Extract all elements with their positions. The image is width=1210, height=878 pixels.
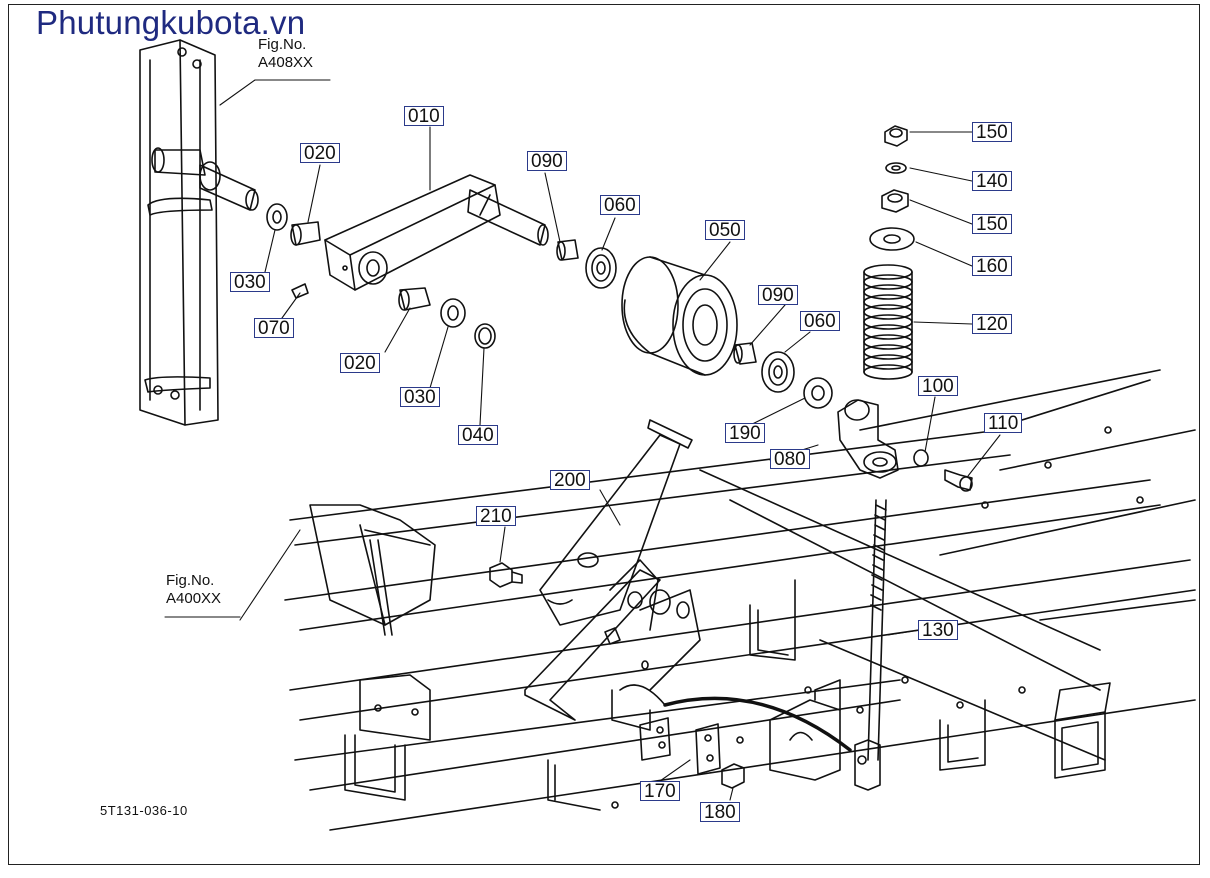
bolt-210 bbox=[489, 562, 523, 588]
callout-180[interactable]: 180 bbox=[700, 802, 740, 823]
watermark-logo: Phutungkubota.vn bbox=[36, 4, 306, 41]
fig-ref-a400-line1: Fig.No. bbox=[166, 572, 215, 589]
callout-010[interactable]: 010 bbox=[404, 106, 444, 127]
callout-090-upper[interactable]: 090 bbox=[527, 151, 567, 172]
callout-210[interactable]: 210 bbox=[476, 506, 516, 527]
fig-ref-a400-line2: A400XX bbox=[166, 590, 222, 607]
lever-200 bbox=[524, 419, 701, 721]
small-parts bbox=[266, 203, 833, 409]
callout-150-top[interactable]: 150 bbox=[972, 122, 1012, 143]
callout-050[interactable]: 050 bbox=[705, 220, 745, 241]
callout-150-lower[interactable]: 150 bbox=[972, 214, 1012, 235]
vertical-post bbox=[139, 39, 219, 426]
callout-090-lower[interactable]: 090 bbox=[758, 285, 798, 306]
callout-120[interactable]: 120 bbox=[972, 314, 1012, 335]
callout-110[interactable]: 110 bbox=[984, 413, 1023, 434]
fig-ref-a408: Fig.No. A408XX bbox=[258, 36, 313, 72]
leader-lines bbox=[164, 79, 1001, 801]
callout-080[interactable]: 080 bbox=[770, 449, 810, 470]
callout-160[interactable]: 160 bbox=[972, 256, 1012, 277]
callout-200[interactable]: 200 bbox=[550, 470, 590, 491]
callout-040[interactable]: 040 bbox=[458, 425, 498, 446]
callout-030-upper[interactable]: 030 bbox=[230, 272, 270, 293]
fig-ref-a408-line2: A408XX bbox=[258, 54, 314, 71]
callout-190[interactable]: 190 bbox=[725, 423, 765, 444]
callout-100[interactable]: 100 bbox=[918, 376, 958, 397]
fig-ref-a408-line1: Fig.No. bbox=[258, 36, 307, 53]
chassis-frame bbox=[284, 369, 1196, 831]
idler-roller bbox=[621, 256, 738, 376]
spring-bracket bbox=[837, 399, 973, 492]
drawing-code: 5T131-036-10 bbox=[100, 803, 188, 818]
idler-arm bbox=[199, 161, 549, 291]
spring-assembly bbox=[863, 125, 915, 380]
callout-130[interactable]: 130 bbox=[918, 620, 958, 641]
drawing-frame bbox=[8, 4, 1200, 865]
callout-030-lower[interactable]: 030 bbox=[400, 387, 440, 408]
callout-060-upper[interactable]: 060 bbox=[600, 195, 640, 216]
callout-020-lower[interactable]: 020 bbox=[340, 353, 380, 374]
callout-020-upper[interactable]: 020 bbox=[300, 143, 340, 164]
callout-060-lower[interactable]: 060 bbox=[800, 311, 840, 332]
tension-rod bbox=[854, 499, 887, 791]
callout-070[interactable]: 070 bbox=[254, 318, 294, 339]
callout-170[interactable]: 170 bbox=[640, 781, 680, 802]
callout-140[interactable]: 140 bbox=[972, 171, 1012, 192]
cable-assembly bbox=[611, 684, 852, 789]
fig-ref-a400: Fig.No. A400XX bbox=[166, 572, 221, 608]
